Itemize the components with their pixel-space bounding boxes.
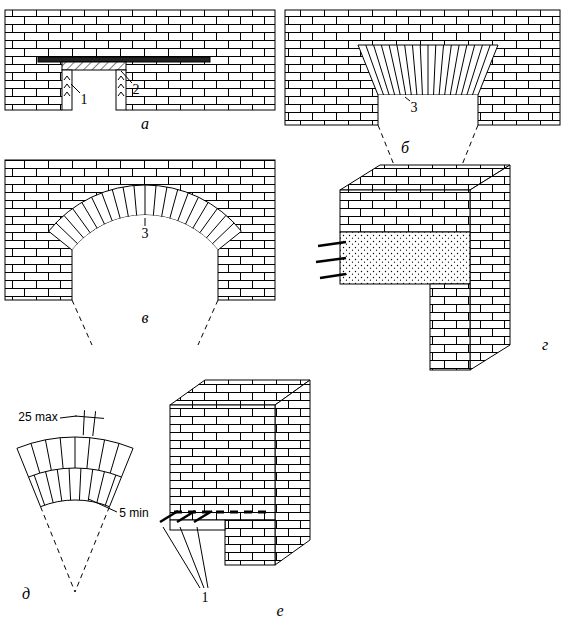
joint-line xyxy=(92,197,105,224)
panel-letter: в xyxy=(142,309,149,327)
joint-line xyxy=(88,469,93,501)
joint-line xyxy=(82,202,97,228)
joint-line xyxy=(60,438,63,469)
panel-letter: б xyxy=(401,139,409,157)
panel-g xyxy=(316,165,510,370)
joint-line xyxy=(97,472,105,503)
panel-b xyxy=(285,10,560,175)
panel-letter: г xyxy=(542,336,548,354)
callout-number: 1 xyxy=(81,92,88,107)
joint-line xyxy=(420,45,422,95)
joint-line xyxy=(134,185,137,215)
joint-line xyxy=(445,45,452,95)
panel-v xyxy=(5,160,275,345)
joint-line xyxy=(99,440,105,470)
joint-line xyxy=(79,468,81,500)
joint-line xyxy=(145,185,146,215)
joint-line xyxy=(405,45,412,95)
joint-line xyxy=(461,45,474,95)
callout-number: 2 xyxy=(133,82,140,97)
dimension-label: 25 max xyxy=(16,411,59,424)
joint-line xyxy=(64,215,84,238)
joint-line xyxy=(428,45,429,95)
joint-line xyxy=(434,45,436,95)
joint-line xyxy=(69,468,71,500)
arch-joints xyxy=(31,45,490,505)
panel-letter: а xyxy=(141,115,149,133)
joint-line xyxy=(56,223,78,244)
joint-line xyxy=(397,45,406,95)
joint-line xyxy=(34,475,45,505)
joint-line xyxy=(75,437,76,468)
panel-letter: д xyxy=(22,585,30,603)
dimension-label: 5 min xyxy=(117,507,150,520)
joint-line xyxy=(87,438,90,469)
panel-d xyxy=(17,410,133,592)
callout-number: 1 xyxy=(202,590,209,605)
joint-line xyxy=(31,443,40,473)
joint-line xyxy=(412,45,416,95)
joint-line xyxy=(170,189,178,218)
joint-line xyxy=(57,469,62,501)
joint-line xyxy=(123,187,128,217)
joint-line xyxy=(102,193,113,221)
joint-line xyxy=(374,45,390,95)
joint-line xyxy=(112,189,120,218)
joint-line xyxy=(178,193,189,221)
joint-line xyxy=(110,443,119,473)
callout-number: 3 xyxy=(142,226,149,241)
panel-a xyxy=(5,10,275,112)
joint-line xyxy=(456,45,467,95)
panel-e xyxy=(160,380,310,588)
joint-line xyxy=(200,208,218,232)
joint-line xyxy=(381,45,394,95)
panel-letter: е xyxy=(276,602,283,620)
joint-line xyxy=(162,187,167,217)
joint-line xyxy=(185,197,198,224)
joint-line xyxy=(439,45,443,95)
joint-line xyxy=(153,185,156,215)
joint-line xyxy=(472,45,490,95)
callout-number: 3 xyxy=(411,100,418,115)
joint-line xyxy=(105,475,116,505)
joint-line xyxy=(46,472,54,503)
joint-line xyxy=(212,223,234,244)
joint-line xyxy=(45,440,51,470)
joint-line xyxy=(206,215,226,238)
